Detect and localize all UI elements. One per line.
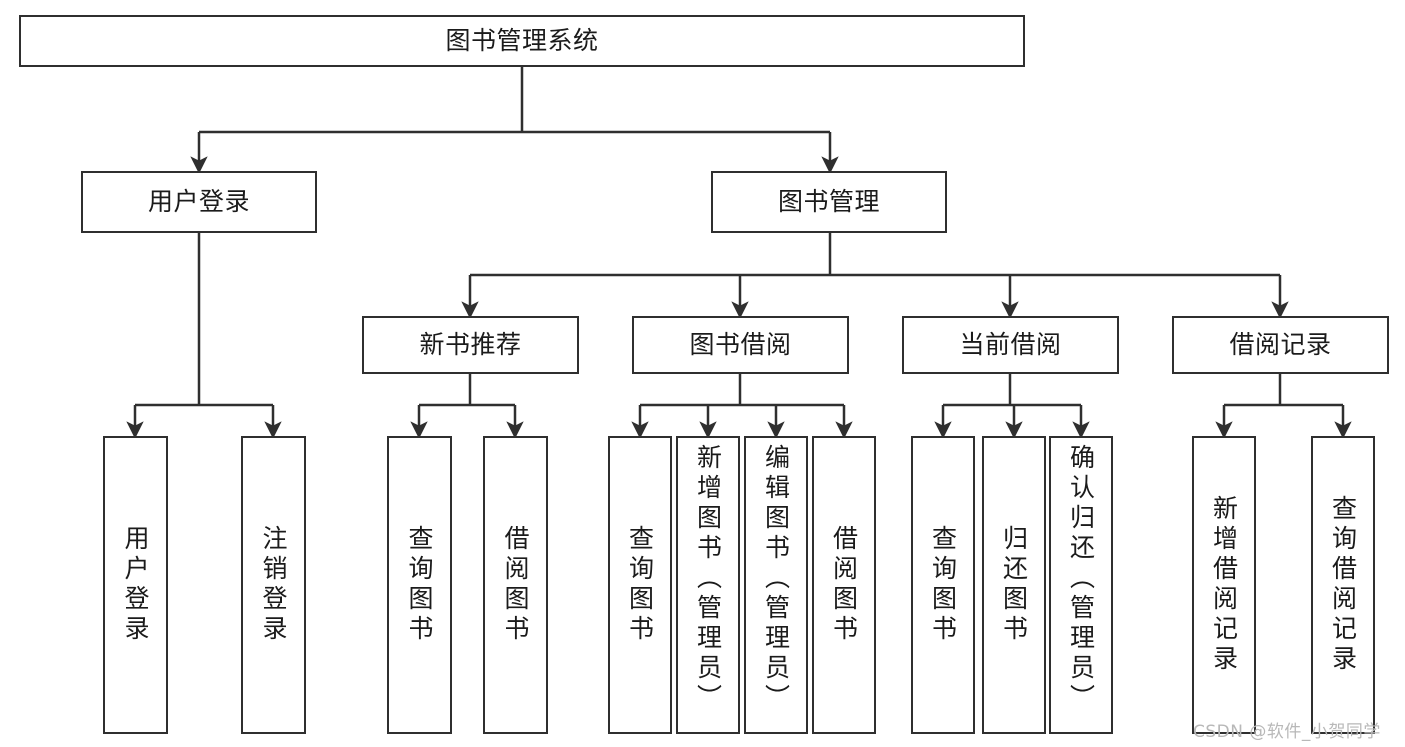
node-current-borrow-label: 当前借阅 (959, 330, 1062, 360)
node-leaf-user-logout-label: 注销登录 (259, 525, 288, 645)
node-book-borrow[interactable]: 图书借阅 (632, 316, 849, 374)
node-book-borrow-label: 图书借阅 (689, 330, 792, 360)
node-leaf-query-book-cur[interactable]: 查询图书 (911, 436, 975, 734)
node-leaf-borrow-book-rec[interactable]: 借阅图书 (483, 436, 548, 734)
node-borrow-record[interactable]: 借阅记录 (1172, 316, 1389, 374)
node-user-login-label: 用户登录 (147, 187, 250, 217)
node-leaf-query-book-label: 查询图书 (625, 525, 655, 645)
node-leaf-edit-book[interactable]: 编辑图书（管理员） (744, 436, 808, 734)
node-current-borrow[interactable]: 当前借阅 (902, 316, 1119, 374)
node-leaf-confirm-return[interactable]: 确认归还（管理员） (1049, 436, 1113, 734)
node-leaf-query-book-cur-label: 查询图书 (928, 525, 958, 645)
node-leaf-borrow-book[interactable]: 借阅图书 (812, 436, 876, 734)
node-root-label: 图书管理系统 (445, 26, 599, 56)
node-leaf-add-record[interactable]: 新增借阅记录 (1192, 436, 1256, 734)
node-leaf-return-book-label: 归还图书 (999, 525, 1029, 645)
node-leaf-edit-book-label: 编辑图书（管理员） (761, 444, 791, 714)
node-leaf-query-record[interactable]: 查询借阅记录 (1311, 436, 1375, 734)
node-book-manage-label: 图书管理 (777, 187, 880, 217)
csdn-watermark: CSDN @软件_小贺同学 (1193, 722, 1381, 742)
node-root[interactable]: 图书管理系统 (19, 15, 1025, 67)
node-leaf-user-login[interactable]: 用户登录 (103, 436, 168, 734)
node-book-manage[interactable]: 图书管理 (711, 171, 947, 233)
node-leaf-add-book[interactable]: 新增图书（管理员） (676, 436, 740, 734)
node-new-book-rec-label: 新书推荐 (419, 330, 522, 360)
node-leaf-query-book[interactable]: 查询图书 (608, 436, 672, 734)
node-leaf-query-book-rec[interactable]: 查询图书 (387, 436, 452, 734)
node-new-book-rec[interactable]: 新书推荐 (362, 316, 579, 374)
node-leaf-return-book[interactable]: 归还图书 (982, 436, 1046, 734)
node-user-login[interactable]: 用户登录 (81, 171, 317, 233)
node-leaf-query-book-rec-label: 查询图书 (405, 525, 434, 645)
node-leaf-add-record-label: 新增借阅记录 (1209, 495, 1239, 675)
node-leaf-query-record-label: 查询借阅记录 (1328, 495, 1358, 675)
node-leaf-user-login-label: 用户登录 (121, 525, 150, 645)
node-borrow-record-label: 借阅记录 (1229, 330, 1332, 360)
node-leaf-add-book-label: 新增图书（管理员） (693, 444, 723, 714)
node-leaf-borrow-book-rec-label: 借阅图书 (501, 525, 530, 645)
node-leaf-borrow-book-label: 借阅图书 (829, 525, 859, 645)
node-leaf-user-logout[interactable]: 注销登录 (241, 436, 306, 734)
node-leaf-confirm-return-label: 确认归还（管理员） (1066, 444, 1096, 714)
